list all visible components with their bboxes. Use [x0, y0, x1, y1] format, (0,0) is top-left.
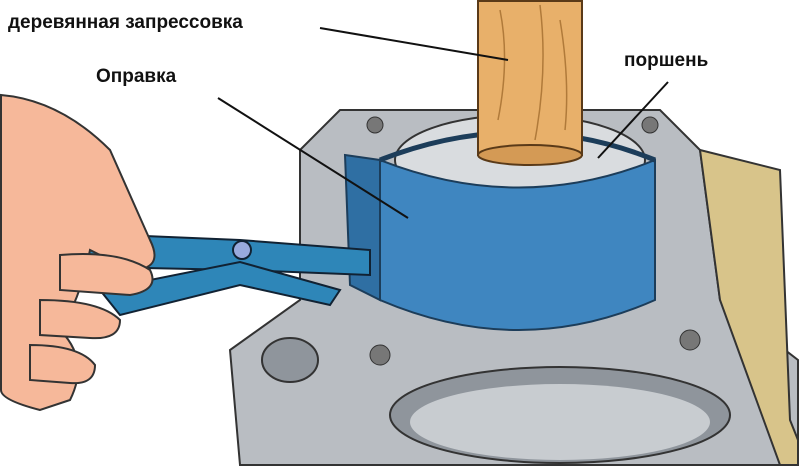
wooden-press [477, 0, 583, 166]
leader-wooden-press [319, 27, 509, 61]
label-piston: поршень [624, 50, 709, 71]
label-mandrel: Оправка [96, 66, 177, 87]
leader-piston [597, 81, 669, 159]
hand [0, 93, 156, 412]
leader-mandrel [217, 97, 409, 219]
label-wooden-press: деревянная запрессовка [8, 12, 243, 33]
